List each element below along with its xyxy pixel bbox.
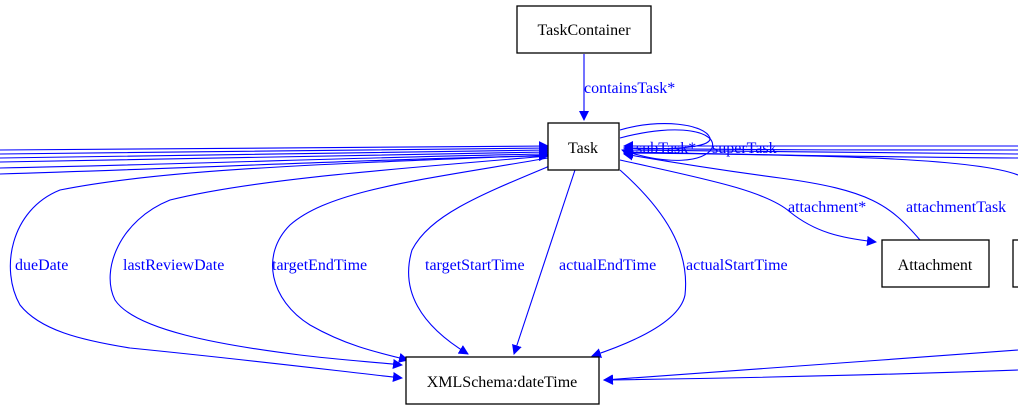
node-task-container-label: TaskContainer bbox=[537, 22, 631, 39]
node-xmlschema-datetime[interactable]: XMLSchema:dateTime bbox=[405, 356, 600, 405]
node-task[interactable]: Task bbox=[547, 122, 620, 171]
edge-attachment-task bbox=[623, 150, 921, 241]
node-attachment[interactable]: Attachment bbox=[881, 239, 990, 288]
edge-target-end-time bbox=[272, 157, 549, 363]
edge-offscreen-left-6 bbox=[0, 151, 549, 175]
edge-due-date bbox=[9, 154, 549, 382]
node-attachment-label: Attachment bbox=[898, 257, 973, 274]
edge-label-attachment-task: attachmentTask bbox=[906, 199, 1006, 216]
node-task-label: Task bbox=[568, 140, 598, 157]
edges bbox=[0, 54, 1018, 385]
edge-label-actual-start-time: actualStartTime bbox=[686, 257, 788, 274]
node-offscreen-partial-box bbox=[1012, 239, 1018, 288]
edge-label-super-task: superTask bbox=[712, 140, 777, 157]
edge-offscreen-right-7 bbox=[603, 369, 1018, 385]
node-task-container[interactable]: TaskContainer bbox=[516, 5, 652, 54]
edge-actual-start-time bbox=[591, 169, 687, 358]
node-xmlschema-datetime-label: XMLSchema:dateTime bbox=[427, 374, 578, 391]
edge-last-review-date bbox=[109, 155, 549, 369]
edge-label-sub-task: subTask* bbox=[636, 140, 696, 157]
edge-offscreen-left-3 bbox=[0, 145, 549, 159]
edge-offscreen-left-4 bbox=[0, 147, 549, 163]
edge-actual-end-time bbox=[512, 169, 576, 355]
edge-sub-task bbox=[619, 129, 714, 161]
edge-label-attachment: attachment* bbox=[788, 199, 866, 216]
edge-label-actual-end-time: actualEndTime bbox=[559, 257, 656, 274]
edge-offscreen-left-5 bbox=[0, 149, 549, 169]
node-offscreen-partial bbox=[1012, 239, 1018, 288]
edge-target-start-time bbox=[408, 164, 553, 355]
edge-label-last-review-date: lastReviewDate bbox=[123, 257, 224, 274]
node-xmlschema-datetime-box bbox=[405, 356, 600, 405]
edge-attachment bbox=[619, 159, 877, 246]
node-attachment-box bbox=[881, 239, 990, 288]
edge-offscreen-right-2 bbox=[623, 143, 1018, 154]
edge-offscreen-right-5 bbox=[623, 148, 1018, 176]
edge-label-target-start-time: targetStartTime bbox=[425, 257, 525, 274]
node-task-box bbox=[547, 122, 620, 171]
edge-label-due-date: dueDate bbox=[15, 257, 68, 274]
edge-offscreen-right-6 bbox=[603, 349, 1018, 385]
edge-label-target-end-time: targetEndTime bbox=[272, 257, 367, 274]
edge-label-contains-task: containsTask* bbox=[584, 80, 675, 97]
edge-labels: containsTask* subTask* superTask attachm… bbox=[15, 80, 1006, 274]
node-task-container-box bbox=[516, 5, 652, 54]
